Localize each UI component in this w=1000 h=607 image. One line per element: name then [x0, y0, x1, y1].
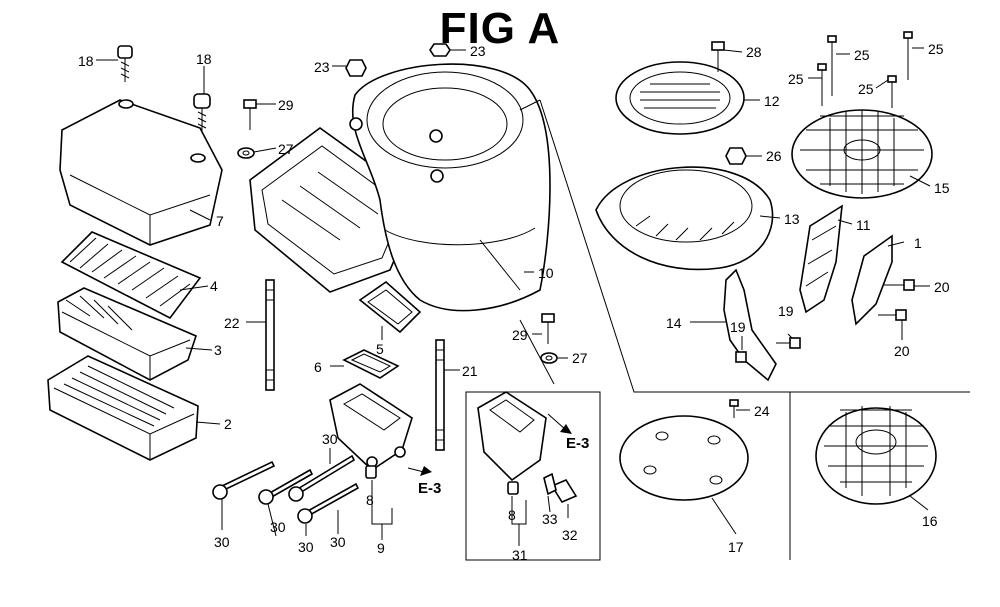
callout-20a: 20 — [934, 279, 950, 295]
leader-lines — [96, 47, 931, 546]
plug-32 — [550, 478, 578, 504]
callout-30e: 30 — [330, 534, 346, 550]
nut-23b — [429, 43, 451, 57]
air-cleaner-base — [249, 127, 421, 293]
guide-11 — [799, 204, 843, 314]
knob-18a — [117, 45, 133, 82]
bolts-30 — [212, 454, 360, 524]
screen-15 — [791, 109, 933, 199]
callout-2: 2 — [224, 416, 232, 432]
callout-15: 15 — [934, 180, 950, 196]
callout-18a: 18 — [78, 53, 94, 69]
callout-30b: 30 — [214, 534, 230, 550]
callout-26: 26 — [766, 148, 782, 164]
callout-23b: 23 — [470, 43, 486, 59]
exploded-view-frame — [539, 99, 970, 393]
callout-23a: 23 — [314, 59, 330, 75]
bolt-29b — [541, 313, 555, 344]
paper-element-2 — [47, 355, 199, 461]
shroud-13 — [595, 166, 774, 271]
callout-25b: 25 — [788, 71, 804, 87]
callout-4: 4 — [210, 278, 218, 294]
callout-3: 3 — [214, 342, 222, 358]
screws-25 — [817, 31, 913, 108]
stud-22 — [265, 279, 275, 391]
arrow-e3b — [560, 424, 572, 434]
callout-9: 9 — [377, 540, 385, 556]
callout-28: 28 — [746, 44, 762, 60]
callout-32: 32 — [562, 527, 578, 543]
callout-19b: 19 — [778, 303, 794, 319]
callout-27a: 27 — [278, 141, 294, 157]
callout-25c: 25 — [928, 41, 944, 57]
air-cleaner-cover — [59, 99, 223, 246]
bolt-29a — [243, 99, 257, 130]
callout-16: 16 — [922, 513, 938, 529]
callout-14: 14 — [666, 315, 682, 331]
guide-1 — [851, 234, 893, 326]
callout-1: 1 — [914, 235, 922, 251]
hose-33 — [543, 472, 557, 496]
boundary-b — [519, 99, 541, 111]
washer-27a — [237, 147, 255, 159]
pin-8a — [365, 465, 377, 479]
arrow-e3a — [420, 466, 432, 476]
callout-29a: 29 — [278, 97, 294, 113]
callout-30d: 30 — [298, 539, 314, 555]
screw-24 — [729, 399, 739, 418]
bolts-20 — [878, 279, 915, 321]
callout-24: 24 — [754, 403, 770, 419]
cover-17 — [619, 415, 749, 501]
gasket-5 — [358, 280, 422, 334]
elbow-9 — [329, 383, 413, 472]
callout-30c: 30 — [270, 519, 286, 535]
blower-housing-10 — [349, 63, 551, 312]
callouts: 18 18 7 4 3 2 29 27 23 23 22 5 10 6 21 2… — [78, 41, 950, 563]
stud-21 — [435, 339, 445, 451]
callout-27b: 27 — [572, 350, 588, 366]
callout-11: 11 — [856, 217, 871, 233]
boundary-c — [519, 319, 555, 385]
callout-17: 17 — [728, 539, 744, 555]
callout-5: 5 — [376, 341, 384, 357]
callout-25d: 25 — [858, 81, 874, 97]
elbow-31 — [477, 391, 547, 495]
callout-12: 12 — [764, 93, 780, 109]
callout-30a: 30 — [322, 431, 338, 447]
foam-element-3 — [57, 287, 197, 381]
callout-13: 13 — [784, 211, 800, 227]
callout-8b: 8 — [508, 507, 516, 523]
bolt-28 — [711, 41, 725, 72]
callout-25a: 25 — [854, 47, 870, 63]
washer-27b — [540, 352, 558, 364]
callout-20b: 20 — [894, 343, 910, 359]
callout-10: 10 — [538, 265, 554, 281]
callout-33: 33 — [542, 511, 558, 527]
callout-8a: 8 — [366, 492, 374, 508]
knob-18b — [193, 93, 211, 132]
pre-filter-4 — [60, 231, 202, 320]
callout-6: 6 — [314, 359, 322, 375]
bolts-19 — [735, 337, 801, 363]
callout-21: 21 — [462, 363, 478, 379]
gasket-6 — [342, 349, 400, 379]
callout-18b: 18 — [196, 51, 212, 67]
ref-e3b: E-3 — [566, 435, 589, 452]
callout-31: 31 — [512, 547, 528, 563]
bracket-14 — [723, 268, 777, 382]
figure-title: FIG A — [439, 4, 561, 53]
nut-23a — [345, 59, 367, 77]
cover-12 — [615, 61, 745, 135]
callout-22: 22 — [224, 315, 240, 331]
callout-7: 7 — [216, 213, 224, 229]
callout-29b: 29 — [512, 327, 528, 343]
callout-19a: 19 — [730, 319, 746, 335]
screen-16 — [815, 406, 937, 505]
ref-e3a: E-3 — [418, 480, 441, 497]
nut-26 — [725, 147, 747, 165]
